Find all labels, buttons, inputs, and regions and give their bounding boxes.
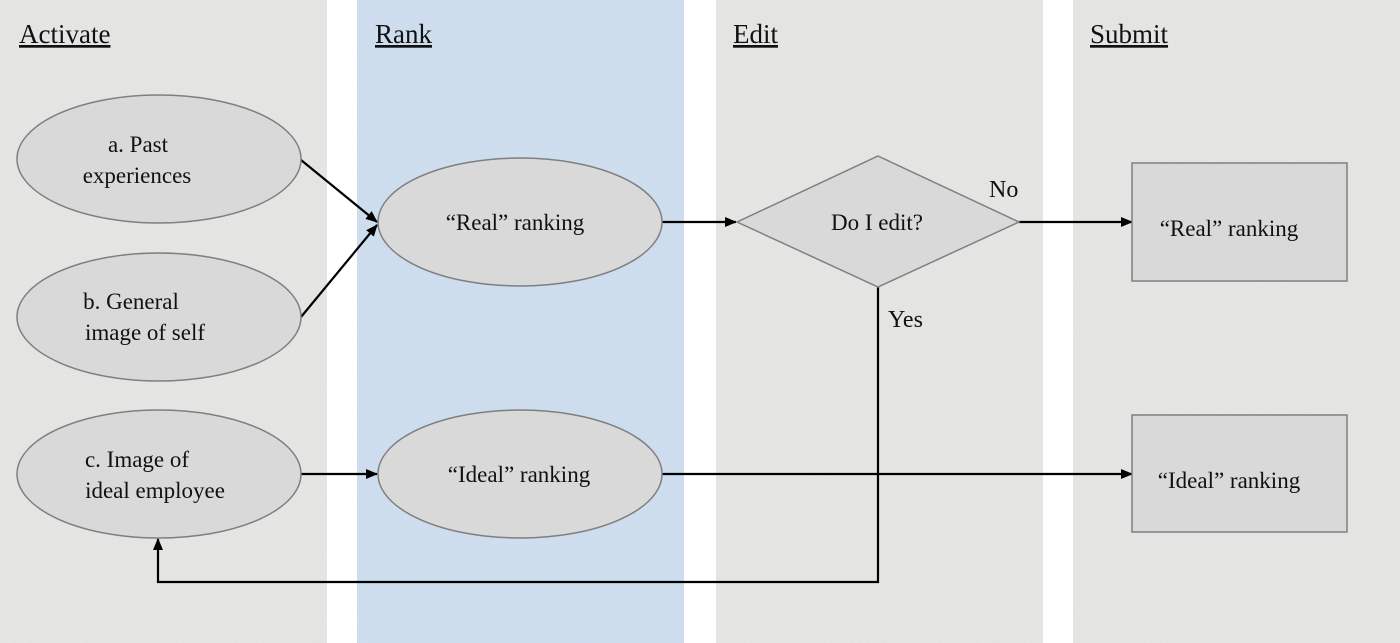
node-ideal-employee-line2: ideal employee (85, 478, 225, 503)
node-submit-ideal-label: “Ideal” ranking (1158, 468, 1301, 493)
node-past-experiences-line1: a. Past (108, 132, 169, 157)
edge-label-yes: Yes (888, 307, 923, 333)
node-image-of-ideal-employee: c. Image of ideal employee (16, 409, 302, 539)
node-general-image-line2: image of self (85, 320, 205, 345)
edge-past-to-real (300, 159, 378, 223)
lane-title-edit: Edit (733, 19, 778, 49)
node-submit-real-ranking: “Real” ranking (1131, 162, 1348, 282)
edge-label-no: No (989, 177, 1018, 203)
node-real-ranking: “Real” ranking (377, 157, 663, 287)
node-general-image-line1: b. General (83, 289, 179, 314)
lane-edit (716, 0, 1043, 643)
node-submit-real-label: “Real” ranking (1160, 216, 1299, 241)
node-ideal-employee-line1: c. Image of (85, 447, 189, 472)
connectors (153, 159, 1133, 584)
lane-rank (357, 0, 684, 643)
edge-general-to-real (300, 224, 378, 318)
node-submit-ideal-ranking: “Ideal” ranking (1131, 414, 1348, 533)
node-decision-label: Do I edit? (831, 210, 923, 235)
node-general-image-of-self: b. General image of self (16, 252, 302, 382)
node-ideal-ranking: “Ideal” ranking (377, 409, 663, 539)
lane-title-activate: Activate (19, 19, 110, 49)
lane-title-rank: Rank (375, 19, 432, 49)
node-past-experiences-line2: experiences (83, 163, 192, 188)
node-real-ranking-label: “Real” ranking (446, 210, 585, 235)
node-ideal-ranking-label: “Ideal” ranking (448, 462, 591, 487)
node-past-experiences: a. Past experiences (16, 94, 302, 224)
edge-decision-yes-loop (153, 287, 880, 584)
lane-title-submit: Submit (1090, 19, 1169, 49)
lane-submit (1073, 0, 1400, 643)
node-decision-do-i-edit: Do I edit? (735, 155, 1021, 288)
